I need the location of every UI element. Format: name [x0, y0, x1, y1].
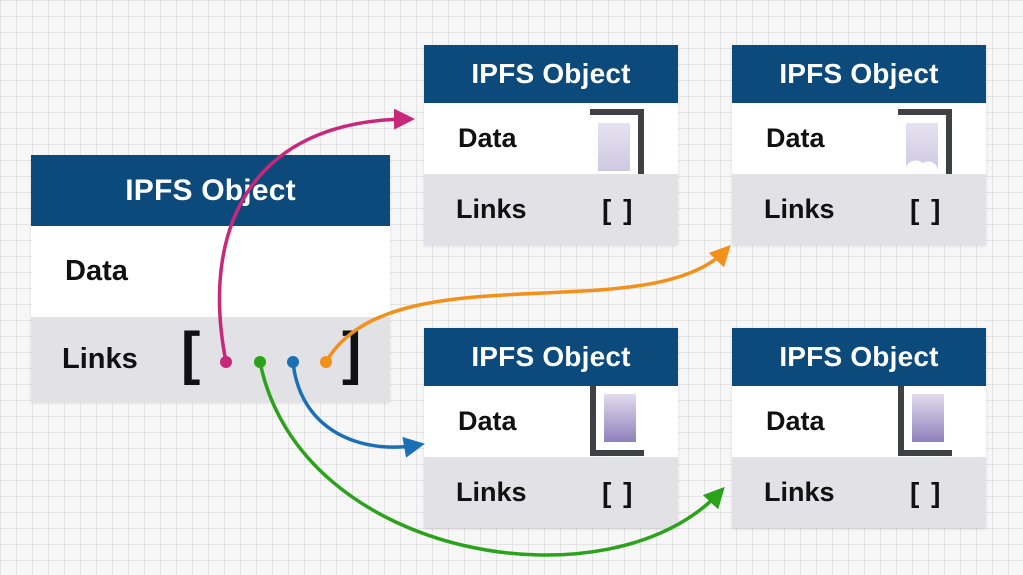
- link-dot-blue: [287, 356, 299, 368]
- data-row: Data: [424, 386, 678, 457]
- link-arrow-to-top-left: [217, 108, 415, 363]
- links-label: Links: [456, 477, 527, 507]
- data-thumbnail: [898, 386, 952, 456]
- links-row: Links [ ]: [424, 457, 678, 528]
- link-arrow-to-bottom-right: [258, 361, 725, 557]
- ipfs-object-top-right: IPFS Object Data Links [ ]: [732, 45, 986, 245]
- links-label: Links: [456, 194, 527, 224]
- data-row: Data: [732, 103, 986, 179]
- data-label: Data: [458, 406, 517, 436]
- data-label: Data: [766, 123, 825, 153]
- link-arrow-to-bottom-left: [291, 361, 425, 458]
- empty-links: [ ]: [910, 476, 943, 508]
- data-thumbnail: [590, 386, 644, 456]
- data-label: Data: [65, 255, 128, 287]
- link-arrow-to-top-right: [324, 244, 731, 363]
- link-dot-orange: [320, 356, 332, 368]
- empty-links: [ ]: [602, 193, 635, 225]
- links-row: Links [ ]: [732, 174, 986, 245]
- object-title: IPFS Object: [732, 328, 986, 386]
- data-thumbnail: [898, 109, 952, 179]
- ipfs-object-bottom-right: IPFS Object Data Links [ ]: [732, 328, 986, 528]
- data-label: Data: [766, 406, 825, 436]
- main-ipfs-object: IPFS Object Data Links [ ]: [31, 155, 390, 402]
- empty-links: [ ]: [910, 193, 943, 225]
- ipfs-object-top-left: IPFS Object Data Links [ ]: [424, 45, 678, 245]
- data-row: Data: [732, 386, 986, 457]
- data-row: Data: [424, 103, 678, 179]
- object-title: IPFS Object: [424, 45, 678, 103]
- data-label: Data: [458, 123, 517, 153]
- data-thumbnail: [590, 109, 644, 179]
- link-dot-pink: [220, 356, 232, 368]
- object-title: IPFS Object: [732, 45, 986, 103]
- links-row: Links [ ]: [424, 174, 678, 245]
- links-label: Links: [764, 194, 835, 224]
- object-title: IPFS Object: [424, 328, 678, 386]
- links-row: Links [ ]: [732, 457, 986, 528]
- link-dot-green: [254, 356, 266, 368]
- empty-links: [ ]: [602, 476, 635, 508]
- object-title: IPFS Object: [31, 155, 390, 226]
- open-bracket: [: [181, 321, 201, 386]
- links-label: Links: [62, 343, 138, 375]
- links-label: Links: [764, 477, 835, 507]
- data-row: Data: [31, 226, 390, 317]
- ipfs-object-bottom-left: IPFS Object Data Links [ ]: [424, 328, 678, 528]
